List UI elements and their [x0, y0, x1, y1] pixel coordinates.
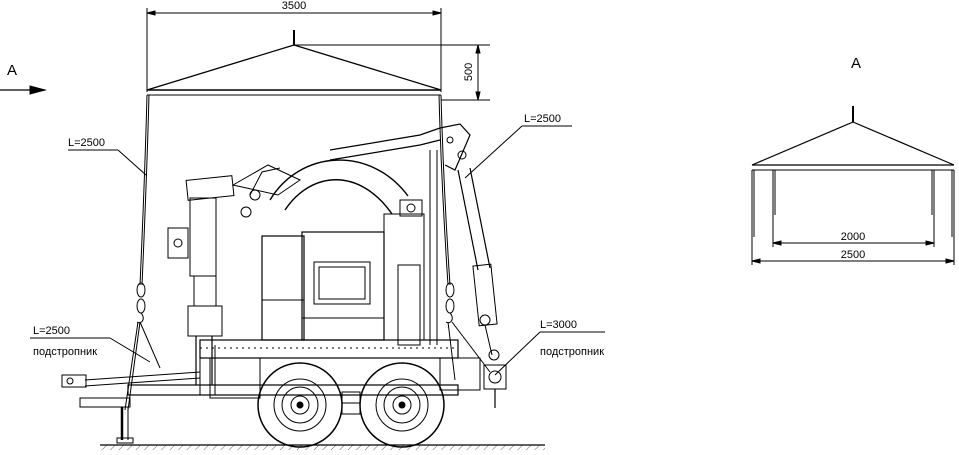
side-view: 3500 500 А: [0, 0, 605, 450]
sling-left-top-label: L=2500: [68, 137, 105, 149]
dimension-outer: 2500: [751, 237, 955, 265]
view-direction-arrow: А: [0, 62, 47, 95]
dim-height-label: 500: [463, 63, 475, 81]
dimension-width: 3500: [146, 0, 442, 92]
right-sling: [438, 94, 451, 286]
left-hook: [136, 282, 146, 324]
crane-right-boom: [329, 123, 507, 408]
lifting-frame: [146, 30, 442, 96]
engine-enclosure: [261, 213, 425, 346]
view-marker-label: А: [7, 62, 17, 79]
end-view: А 2000: [751, 55, 955, 265]
leader-lines: [30, 125, 605, 376]
sling-left-bottom-note: подстропник: [33, 346, 97, 358]
dimension-inner: 2000: [772, 215, 935, 247]
right-hook: [445, 282, 455, 324]
crane-left: [167, 164, 302, 385]
machine-deck: [199, 339, 481, 399]
axle-hub: [341, 391, 361, 415]
right-lower-sling: [447, 321, 491, 381]
ground-line: [100, 444, 545, 450]
dimension-height: 500: [294, 44, 490, 101]
left-lower-sling: [124, 321, 161, 411]
end-view-title: А: [851, 55, 861, 72]
sling-right-bottom-note: подстропник: [540, 346, 604, 358]
dim-width-label: 3500: [282, 0, 306, 12]
end-view-frame: [751, 106, 955, 237]
wheel-front: [257, 362, 343, 448]
wheel-rear: [359, 362, 445, 448]
chipper-chute: [269, 159, 423, 217]
sling-right-top-label: L=2500: [524, 113, 561, 125]
sling-left-bottom-label: L=2500: [33, 325, 70, 337]
left-sling: [139, 94, 150, 286]
sling-right-bottom-label: L=3000: [540, 319, 577, 331]
dim-inner-label: 2000: [841, 231, 865, 243]
dim-outer-label: 2500: [841, 249, 865, 261]
